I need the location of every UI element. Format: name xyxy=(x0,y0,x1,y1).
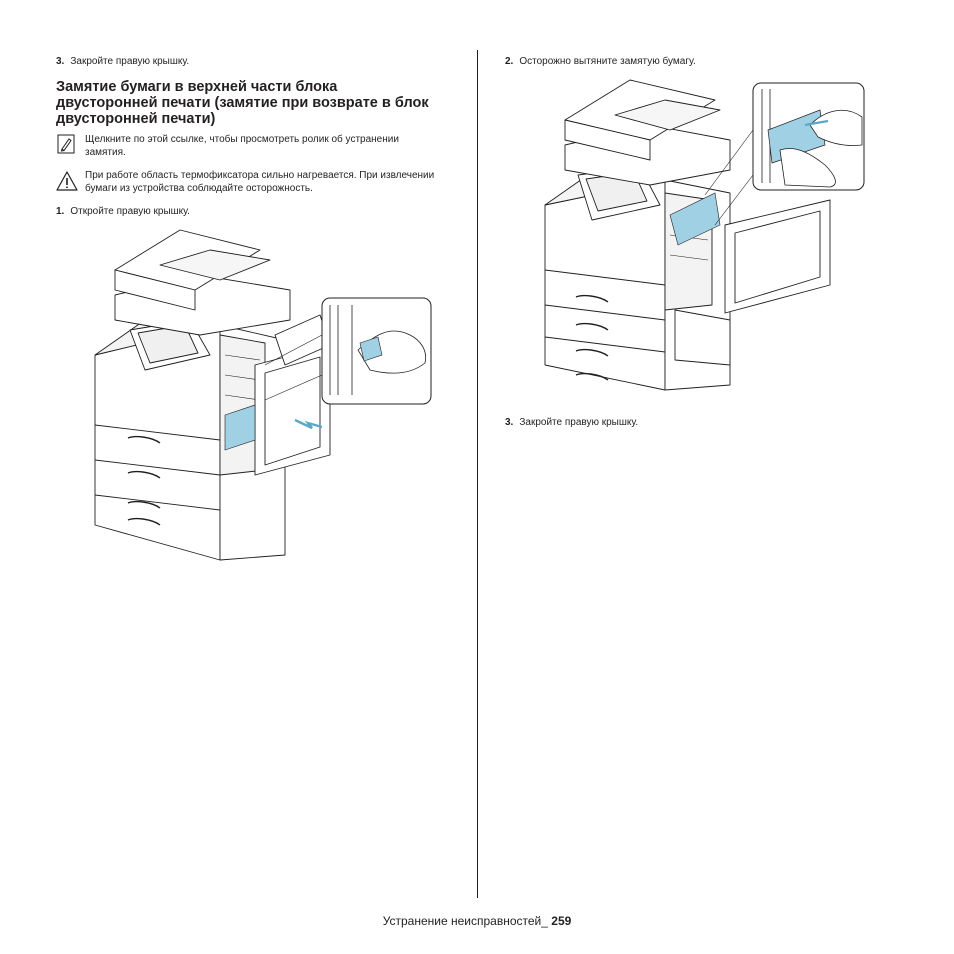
step-number: 1. xyxy=(56,206,65,217)
printer-illustration-open-cover xyxy=(94,229,432,561)
page-footer: Устранение неисправностей_ 259 xyxy=(0,914,954,928)
video-note-text[interactable]: Щелкните по этой ссылке, чтобы просмотре… xyxy=(85,134,399,158)
section-heading: Замятие бумаги в верхней части блока дву… xyxy=(56,79,429,127)
step-text: Осторожно вытяните замятую бумагу. xyxy=(519,56,696,67)
step-number: 2. xyxy=(505,56,514,67)
warning-note-text: При работе область термофиксатора сильно… xyxy=(85,170,435,194)
step-text: Закройте правую крышку. xyxy=(70,56,190,67)
footer-section: Устранение неисправностей_ xyxy=(382,914,548,928)
video-note-icon[interactable] xyxy=(57,134,75,154)
page-number: 259 xyxy=(551,914,572,928)
column-divider xyxy=(477,50,478,898)
step-number: 3. xyxy=(56,56,65,67)
step-text: Откройте правую крышку. xyxy=(70,206,190,217)
step-3-right: 3. Закройте правую крышку. xyxy=(505,416,638,429)
printer-illustration-remove-paper xyxy=(544,79,865,391)
step-text: Закройте правую крышку. xyxy=(519,417,639,428)
step-3-top: 3. Закройте правую крышку. xyxy=(56,55,189,68)
step-number: 3. xyxy=(505,417,514,428)
step-1: 1. Откройте правую крышку. xyxy=(56,205,190,218)
warning-icon xyxy=(56,171,78,191)
step-2: 2. Осторожно вытяните замятую бумагу. xyxy=(505,55,696,68)
